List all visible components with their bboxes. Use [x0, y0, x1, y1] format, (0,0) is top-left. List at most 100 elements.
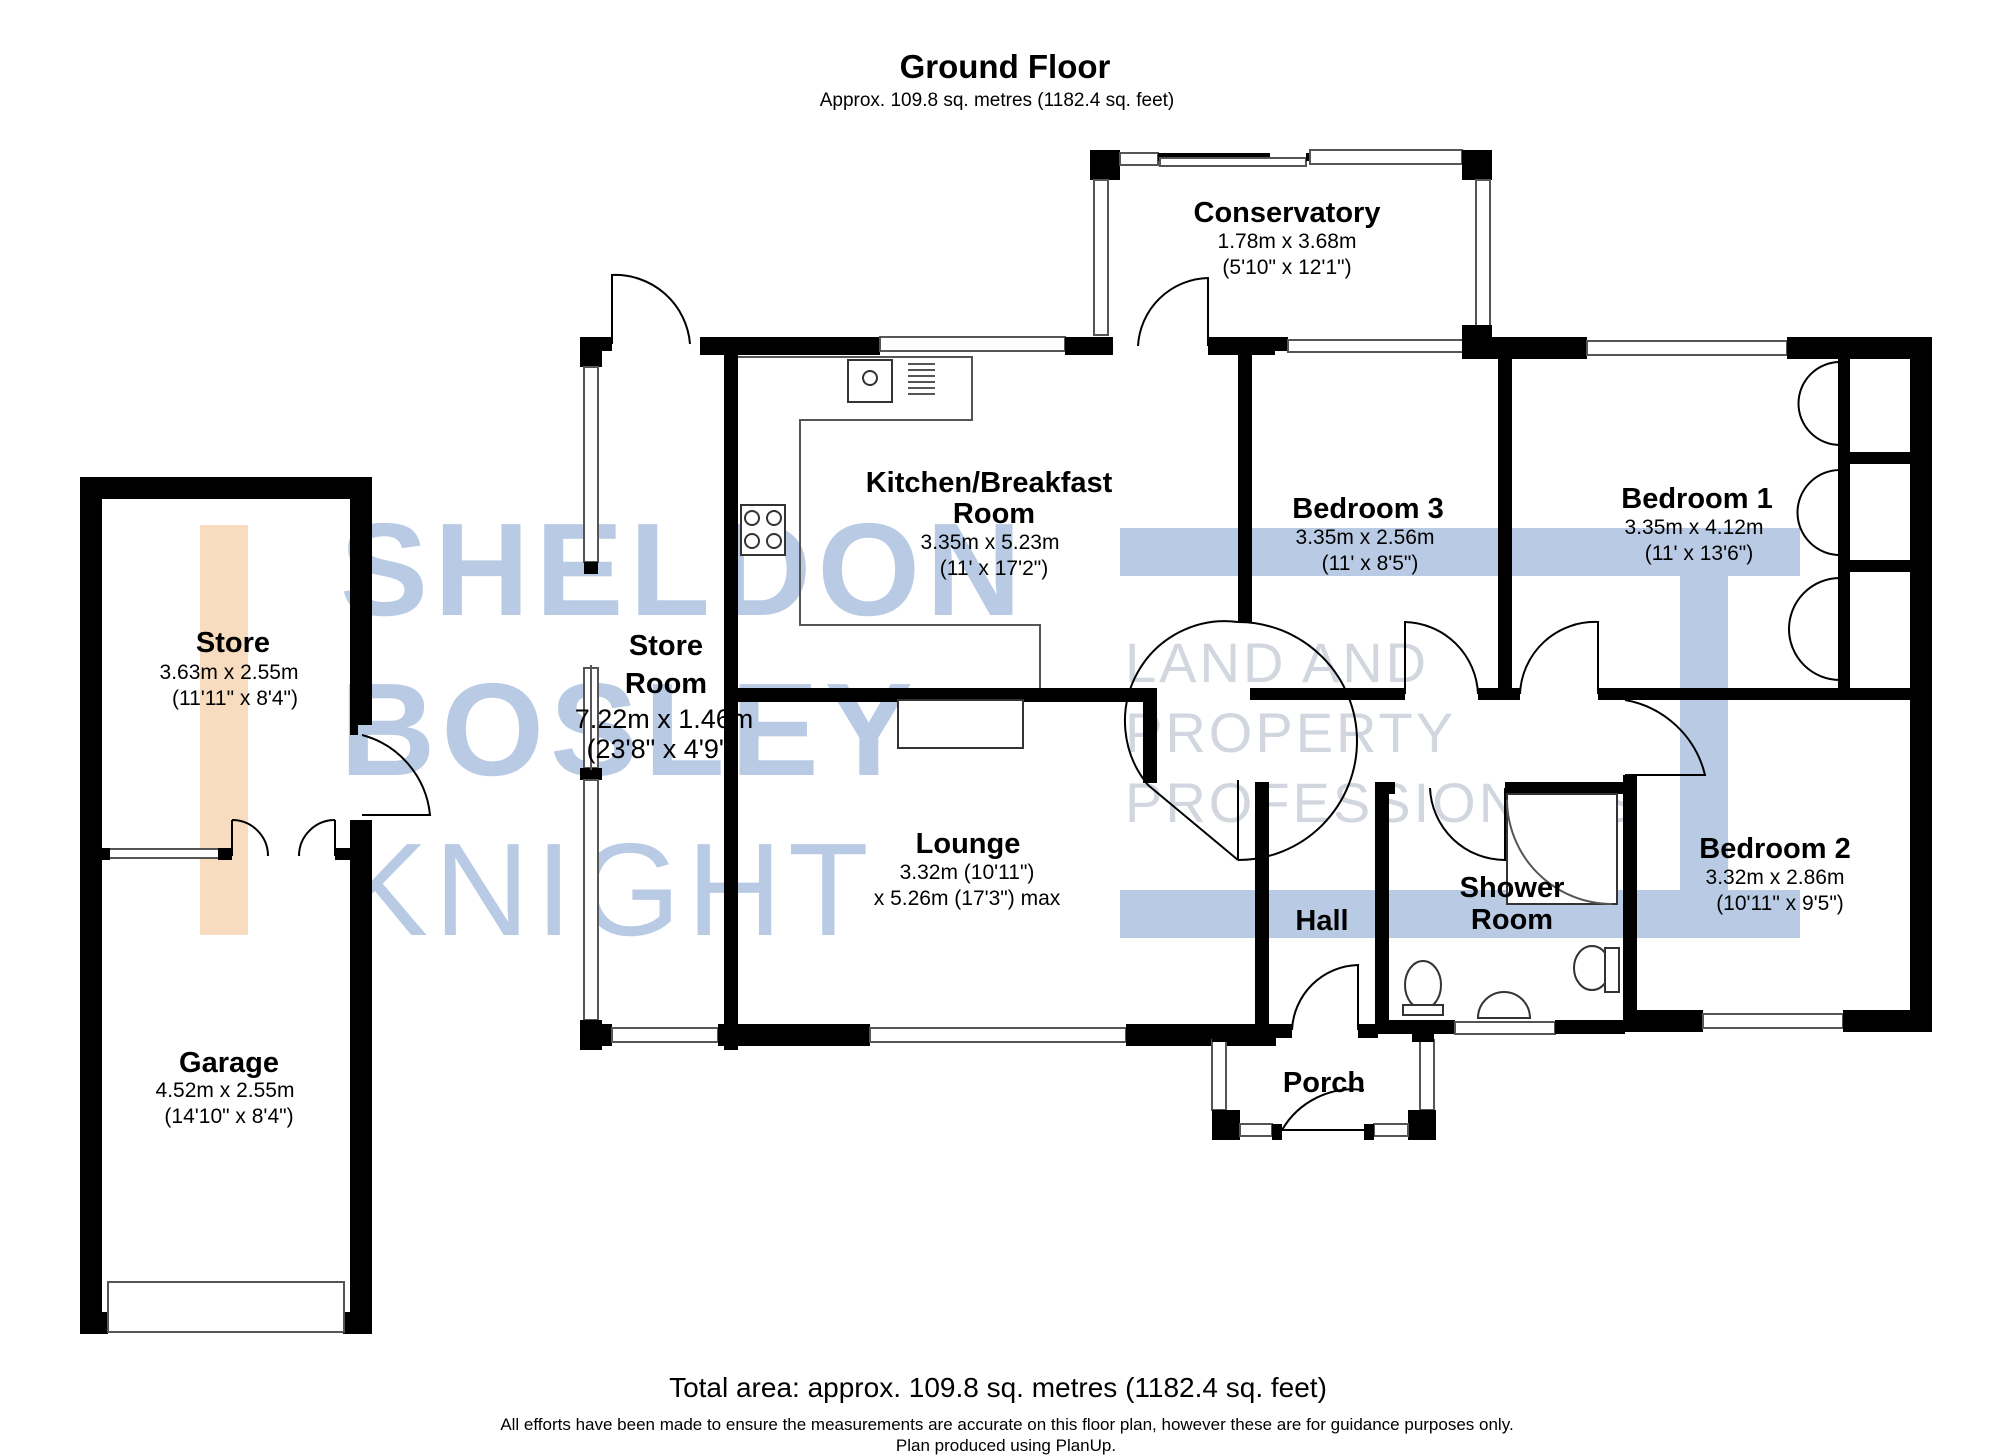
- shower-wall-top-b: [1505, 782, 1625, 794]
- conservatory-name: Conservatory: [1194, 197, 1381, 229]
- garage-wall-right-stub: [350, 725, 358, 735]
- bedroom1-wall-bottom-a: [1498, 688, 1520, 700]
- watermark-line1: SHELDON: [340, 496, 1027, 643]
- lounge-dim1: 3.32m (10'11"): [900, 861, 1035, 884]
- bedroom2-dim1: 3.32m x 2.86m: [1706, 866, 1845, 889]
- watermark: SHELDON BOSLEY KNIGHT LAND AND PROPERTY …: [200, 496, 1800, 963]
- storeroom-wall-bottom: [580, 1024, 612, 1046]
- bedroom3-wall-left: [1238, 350, 1252, 622]
- bedroom2-wall-left: [1623, 775, 1637, 1020]
- garage-wall-right-upper: [350, 477, 372, 725]
- lounge-fireplace: [897, 699, 1024, 749]
- bedroom2-wall-bottom-b: [1843, 1010, 1932, 1032]
- plan-credit: Plan produced using PlanUp.: [896, 1436, 1116, 1455]
- lounge-dim2: x 5.26m (17'3") max: [874, 887, 1061, 910]
- porch-wall-top-b: [1358, 1024, 1378, 1038]
- floor-area-subtitle: Approx. 109.8 sq. metres (1182.4 sq. fee…: [820, 90, 1175, 111]
- porch-wall-bottom-b: [1364, 1124, 1374, 1140]
- bedroom1-wall-bottom-b: [1598, 688, 1923, 700]
- conservatory-wall-bottom: [1208, 337, 1288, 351]
- store-side-door: [361, 734, 432, 816]
- garage-wall-bottom-right: [343, 1312, 372, 1334]
- storeroom-wall-top-a: [580, 337, 612, 351]
- storeroom-dim1: 7.22m x 1.46m: [575, 704, 754, 734]
- conservatory-window-bottom: [1287, 339, 1464, 353]
- kitchen-name2: Room: [953, 498, 1035, 530]
- porch-name: Porch: [1283, 1067, 1365, 1099]
- shower-wall-left: [1375, 782, 1389, 1027]
- kitchen-name1: Kitchen/Breakfast: [866, 467, 1113, 499]
- bedroom3-wall-right: [1498, 350, 1512, 690]
- bedroom2-door: [1624, 699, 1707, 776]
- porch-wall-left: [1212, 1024, 1234, 1042]
- porch-front-door: [1281, 1088, 1365, 1131]
- shower-wall-bottom-b: [1555, 1020, 1625, 1034]
- bedroom1-window-top: [1586, 340, 1788, 356]
- shower-name2: Room: [1471, 904, 1553, 936]
- hall-name: Hall: [1295, 905, 1348, 937]
- conservatory-corner-tr: [1462, 150, 1492, 180]
- porch-window-right: [1419, 1039, 1435, 1111]
- bedroom1-dim1: 3.35m x 4.12m: [1625, 516, 1764, 539]
- bidet: [1404, 960, 1442, 1010]
- shower-window-bottom: [1454, 1021, 1556, 1035]
- porch-window-left: [1211, 1039, 1227, 1111]
- storeroom-window-bottom: [611, 1027, 719, 1043]
- store-dim2: (11'11" x 8'4"): [172, 687, 298, 710]
- bedroom3-wall-bottom: [1250, 688, 1405, 700]
- storeroom-window-left-upper: [583, 366, 599, 563]
- total-area: Total area: approx. 109.8 sq. metres (11…: [669, 1372, 1327, 1403]
- store-name: Store: [196, 627, 270, 659]
- lounge-wall-bottom-a: [718, 1024, 870, 1046]
- storeroom-wall-left-mid: [584, 562, 598, 574]
- porch-wall-bottom-a: [1272, 1124, 1282, 1140]
- lounge-wall-top: [730, 688, 1155, 702]
- store-partition-wall-b: [218, 848, 232, 860]
- hall-upper-door: [1237, 621, 1358, 861]
- garage-wall-top: [80, 477, 372, 499]
- kitchen-hob: [740, 504, 786, 556]
- watermark-tag2: PROPERTY: [1125, 701, 1456, 764]
- garage-dim1: 4.52m x 2.55m: [156, 1079, 295, 1102]
- garage-wall-right-lower: [350, 820, 372, 1334]
- porch-corner-br: [1408, 1110, 1436, 1140]
- bedroom3-dim2: (11' x 8'5"): [1322, 552, 1419, 575]
- hall-wall-left: [1255, 782, 1269, 1040]
- garage-door: [107, 1281, 345, 1333]
- garage-wall-bottom-left: [80, 1312, 108, 1334]
- bedroom3-door: [1404, 620, 1479, 695]
- storeroom-dim2: (23'8" x 4'9"): [586, 734, 737, 764]
- store-partition-wall-c: [335, 848, 352, 860]
- bedroom1-wardrobe: [1788, 355, 1912, 695]
- conservatory-sliding-door: [1159, 157, 1307, 167]
- shower-screen: [1506, 799, 1613, 905]
- kitchen-wall-top-c: [1065, 337, 1113, 355]
- garage-name: Garage: [179, 1047, 279, 1079]
- bedroom-wall-top-b: [1787, 337, 1932, 359]
- bedroom1-door: [1519, 620, 1599, 695]
- store-partition-wall-a: [100, 848, 110, 860]
- watermark-line2: BOSLEY: [340, 656, 919, 803]
- lounge-name: Lounge: [916, 828, 1021, 860]
- bedroom-wall-top-a: [1462, 337, 1587, 359]
- kitchen-dim2: (11' x 17'2"): [940, 557, 1048, 580]
- bedroom2-name: Bedroom 2: [1699, 833, 1850, 865]
- shower-tray: [1506, 793, 1618, 905]
- toilet-cistern: [1604, 947, 1620, 993]
- wash-basin: [1476, 991, 1532, 1019]
- bedroom1-name: Bedroom 1: [1621, 483, 1772, 515]
- store-partition-window: [107, 848, 221, 859]
- porch-window-bottom-right: [1373, 1123, 1409, 1137]
- porch-window-bottom-left: [1239, 1123, 1273, 1137]
- watermark-orange-bar: [200, 525, 248, 935]
- conservatory-window-left: [1093, 179, 1109, 336]
- lounge-window-bottom: [869, 1027, 1127, 1043]
- conservatory-window-tl: [1119, 152, 1159, 166]
- bedroom2-dim2: (10'11" x 9'5"): [1716, 892, 1844, 915]
- conservatory-dim2: (5'10" x 12'1"): [1222, 256, 1351, 279]
- kitchen-window-top: [879, 336, 1066, 352]
- kitchen-dim1: 3.35m x 5.23m: [921, 531, 1060, 554]
- conservatory-dim1: 1.78m x 3.68m: [1218, 230, 1357, 253]
- kitchen-conservatory-door: [1137, 276, 1209, 347]
